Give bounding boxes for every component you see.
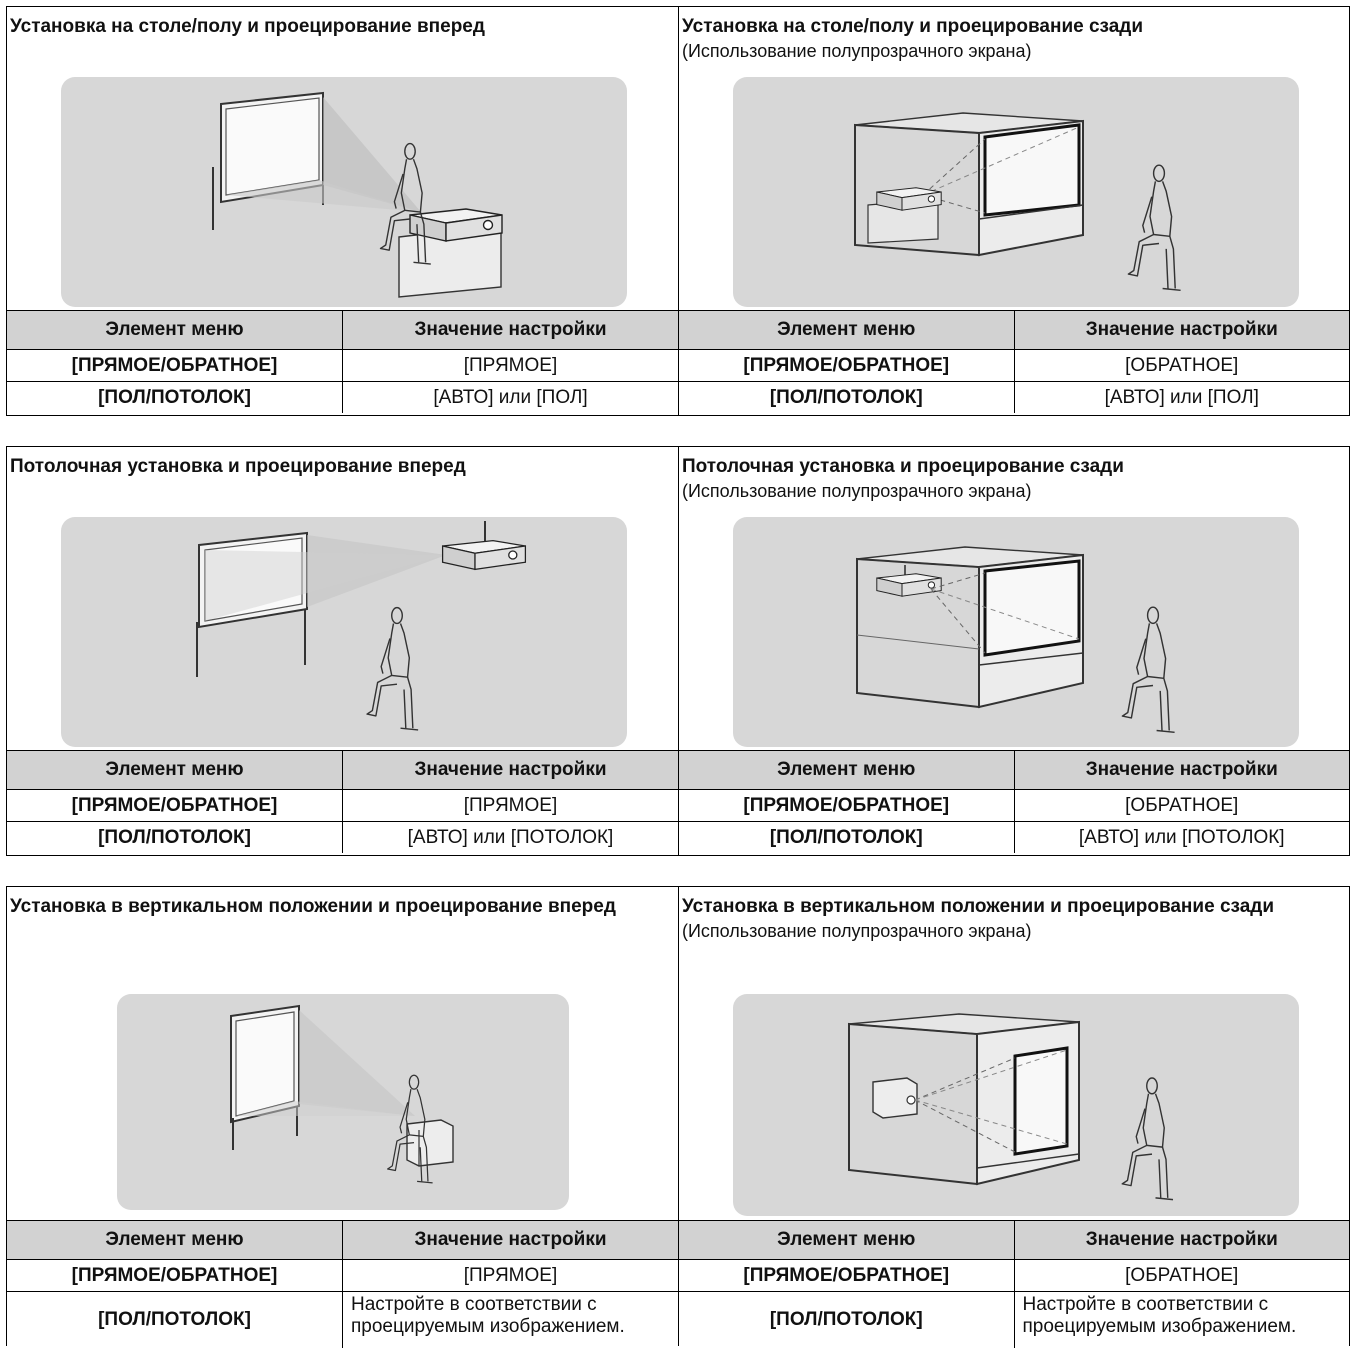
column-header-menu-item: Элемент меню [7,311,343,350]
panel-title: Установка на столе/полу и проецирование … [682,15,1345,39]
setting-value-cell: Настройте в соответствии с проецируемым … [1014,1292,1349,1348]
column-header-menu-item: Элемент меню [7,751,343,790]
column-header-menu-item: Элемент меню [679,311,1014,350]
panel-subtitle: (Использование полупрозрачного экрана) [682,919,1345,943]
column-header-setting-value: Значение настройки [1014,751,1349,790]
menu-item-cell: [ПРЯМОЕ/ОБРАТНОЕ] [679,1260,1014,1292]
table-row: [ПОЛ/ПОТОЛОК] [АВТО] или [ПОТОЛОК] [679,822,1349,854]
column-header-menu-item: Элемент меню [7,1221,343,1260]
table-row: [ПРЯМОЕ/ОБРАТНОЕ] [ПРЯМОЕ] [7,790,678,822]
setting-value-cell: [ПРЯМОЕ] [343,1260,679,1292]
menu-item-cell: [ПОЛ/ПОТОЛОК] [7,1292,343,1348]
front-projection-vertical-panel: Установка в вертикальном положении и про… [7,887,678,1346]
column-header-setting-value: Значение настройки [343,311,679,350]
settings-table: Элемент меню Значение настройки [ПРЯМОЕ/… [679,310,1349,413]
table-row: [ПОЛ/ПОТОЛОК] [АВТО] или [ПОТОЛОК] [7,822,678,854]
table-row: [ПОЛ/ПОТОЛОК] Настройте в соответствии с… [7,1292,678,1348]
menu-item-cell: [ПОЛ/ПОТОЛОК] [679,1292,1014,1348]
menu-item-cell: [ПОЛ/ПОТОЛОК] [7,382,343,414]
illustration-rear-vertical [733,994,1299,1216]
settings-table: Элемент меню Значение настройки [ПРЯМОЕ/… [7,750,678,853]
panel-title: Установка в вертикальном положении и про… [10,895,674,919]
column-header-setting-value: Значение настройки [1014,311,1349,350]
setting-value-cell: [ПРЯМОЕ] [343,350,679,382]
front-projection-ceiling-panel: Потолочная установка и проецирование впе… [7,447,678,855]
rear-projection-ceiling-panel: Потолочная установка и проецирование сза… [678,447,1349,855]
setting-value-cell: [ПРЯМОЕ] [343,790,679,822]
illustration-front-vertical [117,994,569,1210]
table-row: [ПРЯМОЕ/ОБРАТНОЕ] [ПРЯМОЕ] [7,350,678,382]
panel-title: Потолочная установка и проецирование сза… [682,455,1345,479]
table-row: [ПОЛ/ПОТОЛОК] [АВТО] или [ПОЛ] [7,382,678,414]
installation-section-vertical-position: Установка в вертикальном положении и про… [6,886,1350,1346]
rear-projection-table-panel: Установка на столе/полу и проецирование … [678,7,1349,415]
menu-item-cell: [ПРЯМОЕ/ОБРАТНОЕ] [7,350,343,382]
illustration-front-ceiling [61,517,627,747]
setting-value-cell: [АВТО] или [ПОЛ] [343,382,679,414]
menu-item-cell: [ПРЯМОЕ/ОБРАТНОЕ] [7,790,343,822]
column-header-setting-value: Значение настройки [343,751,679,790]
setting-value-cell: [АВТО] или [ПОЛ] [1014,382,1349,414]
settings-table: Элемент меню Значение настройки [ПРЯМОЕ/… [679,750,1349,853]
settings-table: Элемент меню Значение настройки [ПРЯМОЕ/… [7,1220,678,1348]
panel-subtitle: (Использование полупрозрачного экрана) [682,479,1345,503]
menu-item-cell: [ПОЛ/ПОТОЛОК] [7,822,343,854]
table-row: [ПРЯМОЕ/ОБРАТНОЕ] [ПРЯМОЕ] [7,1260,678,1292]
column-header-menu-item: Элемент меню [679,1221,1014,1260]
setting-value-cell: [ОБРАТНОЕ] [1014,790,1349,822]
menu-item-cell: [ПОЛ/ПОТОЛОК] [679,382,1014,414]
panel-title: Потолочная установка и проецирование впе… [10,455,674,479]
installation-section-table-mount: Установка на столе/полу и проецирование … [6,6,1350,416]
table-row: [ПРЯМОЕ/ОБРАТНОЕ] [ОБРАТНОЕ] [679,350,1349,382]
installation-section-ceiling-mount: Потолочная установка и проецирование впе… [6,446,1350,856]
table-row: [ПРЯМОЕ/ОБРАТНОЕ] [ОБРАТНОЕ] [679,1260,1349,1292]
table-row: [ПОЛ/ПОТОЛОК] [АВТО] или [ПОЛ] [679,382,1349,414]
illustration-front-table [61,77,627,307]
illustration-rear-table [733,77,1299,307]
menu-item-cell: [ПРЯМОЕ/ОБРАТНОЕ] [679,350,1014,382]
menu-item-cell: [ПРЯМОЕ/ОБРАТНОЕ] [7,1260,343,1292]
panel-title: Установка на столе/полу и проецирование … [10,15,674,39]
setting-value-cell: [АВТО] или [ПОТОЛОК] [1014,822,1349,854]
column-header-menu-item: Элемент меню [679,751,1014,790]
setting-value-cell: [ОБРАТНОЕ] [1014,350,1349,382]
menu-item-cell: [ПРЯМОЕ/ОБРАТНОЕ] [679,790,1014,822]
menu-item-cell: [ПОЛ/ПОТОЛОК] [679,822,1014,854]
panel-title: Установка в вертикальном положении и про… [682,895,1345,919]
illustration-rear-ceiling [733,517,1299,747]
column-header-setting-value: Значение настройки [343,1221,679,1260]
table-row: [ПРЯМОЕ/ОБРАТНОЕ] [ОБРАТНОЕ] [679,790,1349,822]
setting-value-cell: [ОБРАТНОЕ] [1014,1260,1349,1292]
settings-table: Элемент меню Значение настройки [ПРЯМОЕ/… [7,310,678,413]
rear-projection-vertical-panel: Установка в вертикальном положении и про… [678,887,1349,1346]
settings-table: Элемент меню Значение настройки [ПРЯМОЕ/… [679,1220,1349,1348]
setting-value-cell: [АВТО] или [ПОТОЛОК] [343,822,679,854]
front-projection-table-panel: Установка на столе/полу и проецирование … [7,7,678,415]
panel-subtitle: (Использование полупрозрачного экрана) [682,39,1345,63]
table-row: [ПОЛ/ПОТОЛОК] Настройте в соответствии с… [679,1292,1349,1348]
setting-value-cell: Настройте в соответствии с проецируемым … [343,1292,679,1348]
column-header-setting-value: Значение настройки [1014,1221,1349,1260]
